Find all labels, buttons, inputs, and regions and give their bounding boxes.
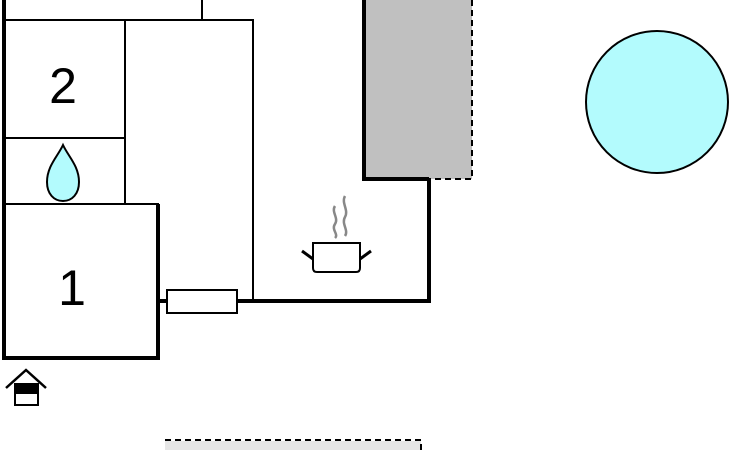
paved-area-edge bbox=[165, 439, 422, 450]
room-1-box bbox=[3, 203, 159, 359]
bathroom bbox=[45, 142, 81, 203]
room-2-label: 2 bbox=[49, 58, 77, 114]
entrance-door-fill bbox=[15, 384, 38, 394]
room-1: 1 bbox=[2, 203, 160, 360]
pool-icon bbox=[585, 30, 729, 174]
paved-area-fill bbox=[165, 441, 421, 450]
paved-area bbox=[165, 439, 422, 450]
cooking-pot-icon bbox=[301, 195, 372, 273]
entrance-roof bbox=[5, 368, 47, 389]
pot-handle-right bbox=[359, 249, 372, 261]
terrace-edge-solid bbox=[362, 0, 429, 181]
steam-line-right bbox=[342, 195, 348, 237]
terrace-fill bbox=[364, 0, 472, 179]
room-2: 2 bbox=[49, 58, 77, 114]
radiator-icon bbox=[166, 289, 238, 314]
water-drop-icon bbox=[45, 142, 81, 203]
steam-line-left bbox=[332, 205, 338, 239]
room-1-label: 1 bbox=[58, 260, 86, 316]
room-1-outer bbox=[2, 204, 160, 360]
pot-body bbox=[312, 242, 361, 273]
house-entrance-icon bbox=[5, 368, 47, 406]
kitchen-wall bbox=[237, 179, 431, 303]
pot-handle-left bbox=[301, 249, 314, 261]
terrace bbox=[362, 0, 473, 181]
